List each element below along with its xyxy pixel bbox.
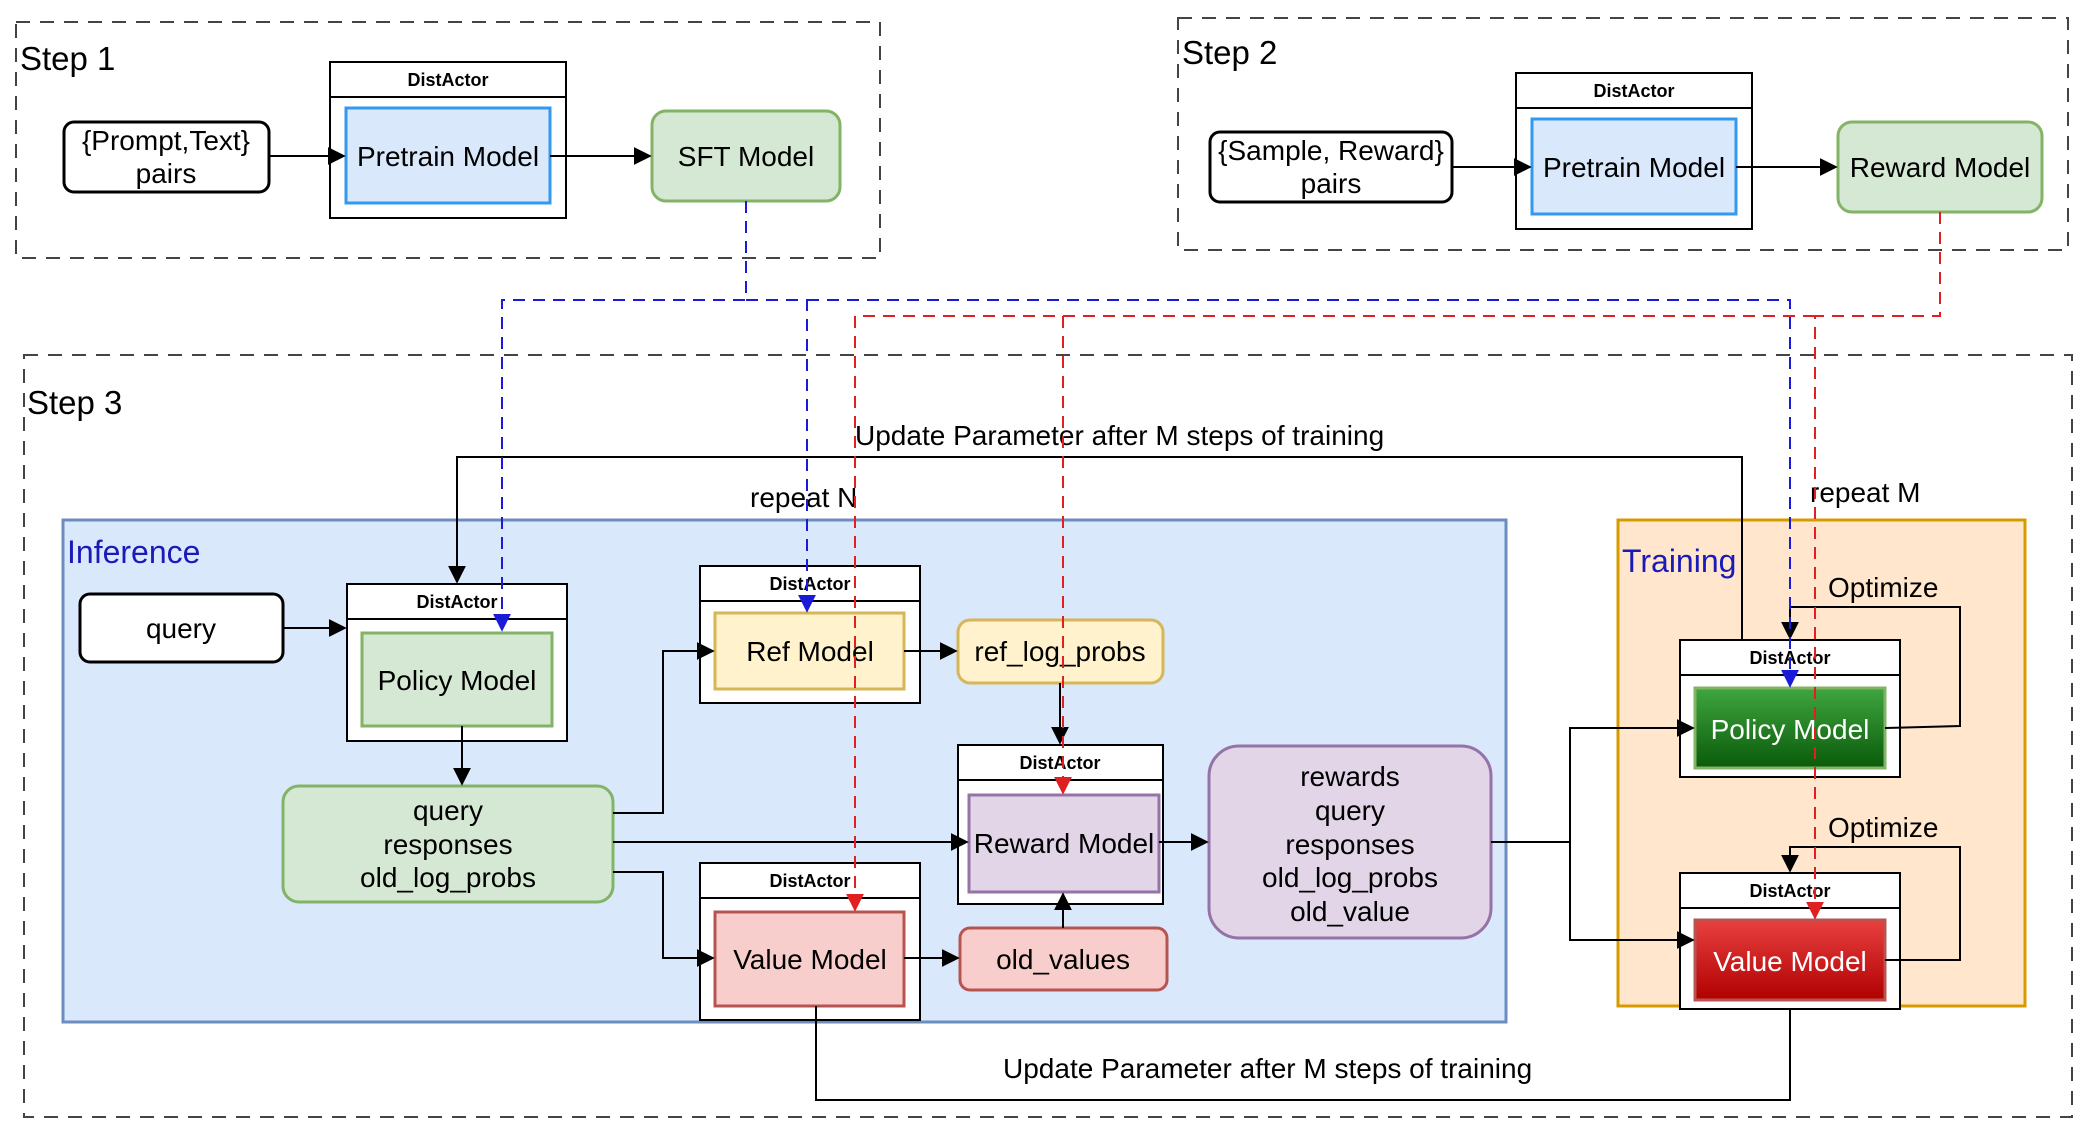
- inference-title: Inference: [67, 534, 200, 570]
- step2-pretrain-label: Pretrain Model: [1543, 152, 1725, 183]
- arrow-bundle-to-train-value: [1569, 842, 1695, 949]
- step2-distactor-label: DistActor: [1593, 81, 1674, 101]
- rm-to-value-dashed: [846, 315, 1815, 912]
- rollout-item-3: old_log_probs: [360, 862, 536, 893]
- optimize-top-label: Optimize: [1828, 572, 1938, 603]
- update-loop-policy: [448, 456, 1743, 640]
- rollout-item-2: responses: [383, 829, 512, 860]
- rewards-bundle-item-2: query: [1315, 795, 1385, 826]
- step1-sft-label: SFT Model: [678, 141, 814, 172]
- step1-distactor-label: DistActor: [407, 70, 488, 90]
- query-input-label: query: [146, 613, 216, 644]
- train-value-distactor-label: DistActor: [1749, 881, 1830, 901]
- inference-value-model-label: Value Model: [733, 944, 887, 975]
- step3-title: Step 3: [27, 384, 122, 421]
- step1-container: [15, 21, 881, 259]
- step1-pretrain-model: [344, 106, 552, 205]
- policy-model: [360, 631, 554, 728]
- step2-container: [1177, 17, 2069, 251]
- rewards-bundle-item-5: old_value: [1290, 896, 1410, 927]
- step1-pairs-line1: {Prompt,Text}: [82, 125, 250, 156]
- train-policy-model-label: Policy Model: [1711, 714, 1870, 745]
- policy-model-label: Policy Model: [378, 665, 537, 696]
- optimize-loop-value: [1781, 846, 1961, 961]
- rm-to-train-value-dashed: [1806, 212, 1941, 920]
- step2-pairs-line1: {Sample, Reward}: [1218, 135, 1444, 166]
- step2-pretrain-model: [1530, 117, 1738, 216]
- step1-pretrain-label: Pretrain Model: [357, 141, 539, 172]
- repeat-n-label: repeat N: [750, 482, 857, 513]
- inference-reward-model-label: Reward Model: [974, 828, 1155, 859]
- update-top-label: Update Parameter after M steps of traini…: [855, 420, 1384, 451]
- sft-to-policy-dashed: [493, 201, 747, 632]
- training-title: Training: [1622, 543, 1736, 579]
- sft-to-train-policy-dashed: [807, 299, 1799, 688]
- update-loop-value: [815, 1006, 1791, 1101]
- step3-container: [23, 354, 2073, 1118]
- optimize-bottom-label: Optimize: [1828, 812, 1938, 843]
- repeat-m-label: repeat M: [1810, 477, 1921, 508]
- ref-distactor-label: DistActor: [769, 574, 850, 594]
- rollout-bundle: [281, 784, 615, 904]
- policy-distactor-label: DistActor: [416, 592, 497, 612]
- arrow-bundle-to-train-policy: [1569, 719, 1695, 842]
- arrow-rollout-to-value: [613, 871, 715, 967]
- reward-distactor-label: DistActor: [1019, 753, 1100, 773]
- value-distactor-label: DistActor: [769, 871, 850, 891]
- rewards-bundle-item-1: rewards: [1300, 761, 1400, 792]
- rewards-bundle-item-3: responses: [1285, 829, 1414, 860]
- arrow-rollout-to-ref: [613, 642, 715, 814]
- ref-model-label: Ref Model: [746, 636, 874, 667]
- rollout-item-1: query: [413, 795, 483, 826]
- step1-title: Step 1: [20, 40, 115, 77]
- update-bottom-label: Update Parameter after M steps of traini…: [1003, 1053, 1532, 1084]
- rewards-bundle-item-4: old_log_probs: [1262, 862, 1438, 893]
- step2-title: Step 2: [1182, 34, 1277, 71]
- step1-pairs-line2: pairs: [136, 158, 197, 189]
- train-value-model-label: Value Model: [1713, 946, 1867, 977]
- train-policy-model: [1693, 686, 1887, 770]
- old-values-label: old_values: [996, 944, 1130, 975]
- ref-log-probs-label: ref_log_probs: [974, 636, 1145, 667]
- step2-pairs-line2: pairs: [1301, 168, 1362, 199]
- inference-reward-model: [967, 793, 1161, 894]
- step2-reward-label: Reward Model: [1850, 152, 2031, 183]
